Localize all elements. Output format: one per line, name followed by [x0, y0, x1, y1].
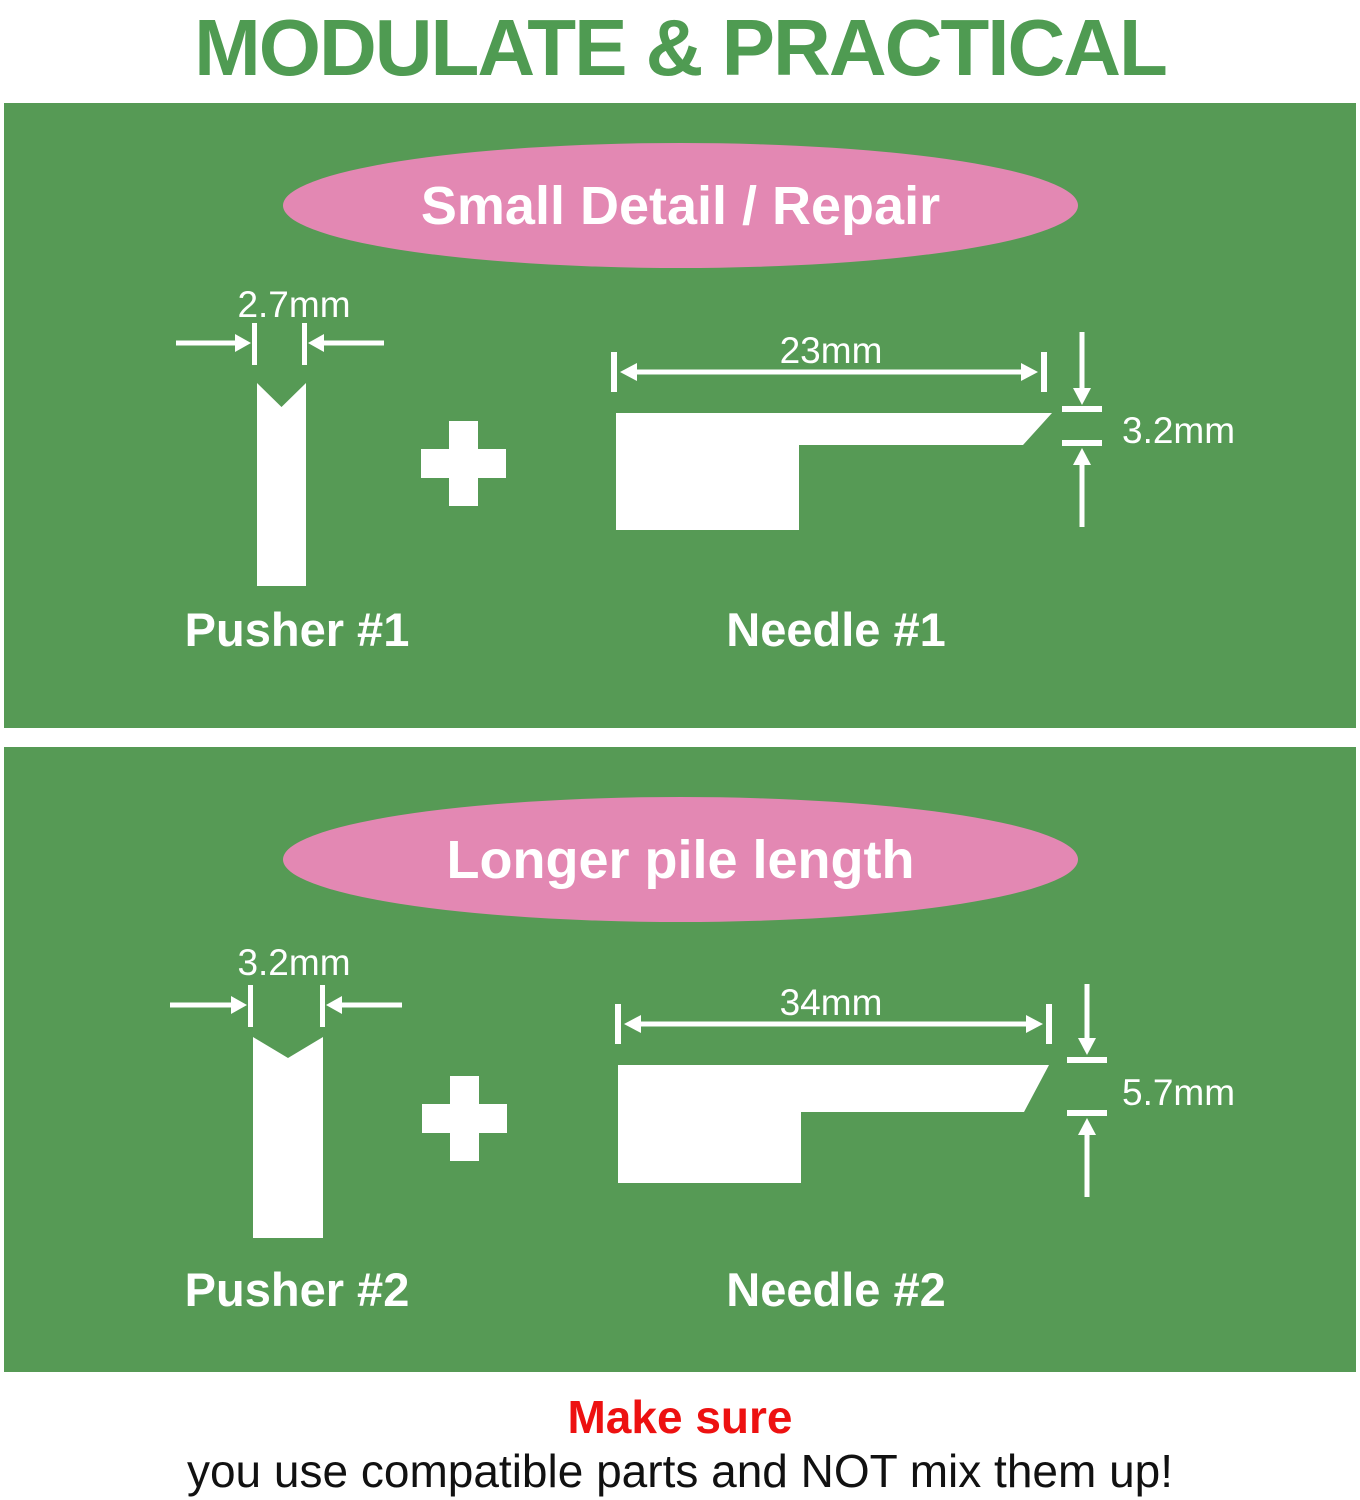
- panel-small-detail-repair: Small Detail / Repair 2.7mm 23mm 3.2mm P…: [4, 103, 1356, 728]
- pusher-width-dimension: [176, 323, 384, 365]
- badge-label: Longer pile length: [446, 829, 915, 890]
- plus-icon: [421, 421, 506, 506]
- needle-shape: [616, 413, 1052, 530]
- needle-length-dimension: [615, 1004, 1052, 1044]
- needle-shape: [618, 1065, 1049, 1183]
- badge-label: Small Detail / Repair: [420, 175, 941, 236]
- needle-thickness-dimension: [1062, 332, 1102, 527]
- needle-thickness-value: 3.2mm: [1122, 410, 1236, 451]
- needle-thickness-value: 5.7mm: [1122, 1072, 1236, 1113]
- page-title: MODULATE & PRACTICAL: [194, 3, 1168, 92]
- needle-length-value: 34mm: [779, 982, 883, 1023]
- pusher-width-value: 3.2mm: [237, 942, 351, 983]
- footer-warning-text: you use compatible parts and NOT mix the…: [186, 1445, 1174, 1497]
- footer-warning-emphasis: Make sure: [567, 1391, 793, 1443]
- plus-icon: [422, 1076, 507, 1161]
- panel2-diagram-shapes: [170, 984, 1107, 1238]
- pusher-width-value: 2.7mm: [237, 284, 351, 325]
- badge-ellipse: Longer pile length: [283, 797, 1078, 922]
- needle-name: Needle #1: [726, 603, 946, 656]
- needle-thickness-dimension: [1067, 984, 1107, 1197]
- needle-name: Needle #2: [726, 1263, 946, 1316]
- pusher-width-dimension: [170, 985, 402, 1027]
- panel1-diagram-shapes: [176, 323, 1102, 586]
- pusher-shape: [253, 1037, 323, 1238]
- pusher-name: Pusher #2: [184, 1263, 410, 1316]
- badge-ellipse: Small Detail / Repair: [283, 143, 1078, 268]
- needle-length-value: 23mm: [779, 330, 883, 371]
- pusher-name: Pusher #1: [184, 603, 410, 656]
- pusher-shape: [257, 383, 306, 586]
- panel-longer-pile-length: Longer pile length 3.2mm 34mm 5.7mm Push…: [4, 747, 1356, 1372]
- needle-length-dimension: [611, 352, 1047, 392]
